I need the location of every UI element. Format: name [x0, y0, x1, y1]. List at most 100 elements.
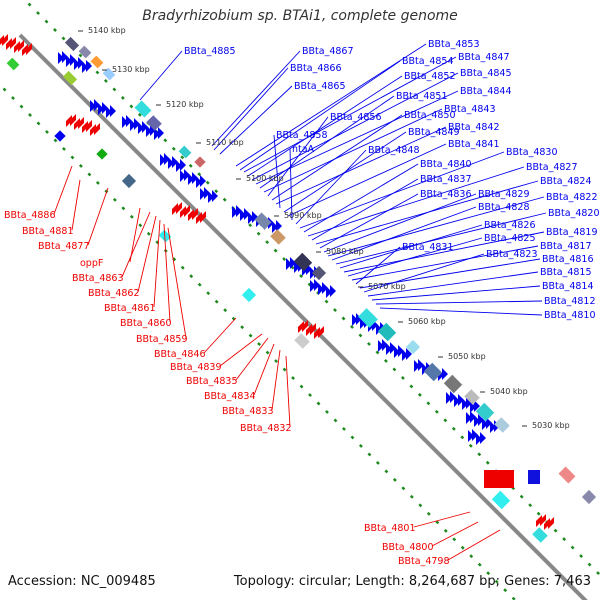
kbp-label: 5080 kbp	[326, 247, 364, 256]
reverse-gene-arrow	[74, 117, 84, 130]
leader-line	[299, 151, 505, 229]
reverse-gene-arrow	[314, 326, 324, 339]
gene-label: BBta_4863	[72, 273, 124, 284]
dotted-track-inner	[0, 83, 517, 600]
reverse-gene-arrow	[66, 114, 76, 127]
leader-line	[87, 187, 109, 246]
leader-line	[243, 56, 457, 173]
leader-line	[153, 219, 161, 308]
kbp-label: 5100 kbp	[246, 174, 284, 183]
gene-block	[405, 339, 421, 355]
leader-line	[235, 337, 269, 381]
reverse-gene-arrow	[82, 120, 92, 133]
gene-block	[254, 212, 272, 230]
forward-gene-arrow	[106, 105, 116, 118]
leader-line	[163, 223, 171, 323]
gene-label: BBta_4885	[184, 46, 236, 57]
reverse-gene-arrow	[0, 34, 8, 46]
gene-block	[293, 252, 313, 272]
forward-gene-arrow	[402, 348, 412, 361]
gene-label: BBta_4800	[382, 542, 434, 553]
reverse-gene-arrow	[22, 43, 32, 56]
reverse-gene-arrow	[536, 514, 546, 527]
leader-line	[323, 193, 477, 253]
forward-gene-arrow	[476, 432, 486, 445]
leader-line	[307, 166, 525, 237]
forward-gene-arrow	[74, 57, 84, 70]
gene-label: BBta_4849	[408, 127, 460, 138]
leader-line	[335, 212, 547, 265]
genome-backbone	[18, 33, 588, 600]
gene-block	[423, 362, 443, 382]
gene-block	[121, 173, 137, 189]
gene-block	[443, 374, 463, 394]
gene-label: BBta_4823	[486, 249, 538, 260]
gene-label: BBta_4844	[460, 86, 512, 97]
gene-label: BBta_4814	[542, 281, 594, 292]
leader-line	[129, 207, 141, 263]
gene-block	[96, 148, 108, 160]
gene-label: BBta_4826	[484, 220, 536, 231]
leader-line	[213, 67, 289, 151]
leader-line	[137, 215, 157, 293]
gene-block	[377, 322, 397, 342]
leader-line	[367, 271, 539, 297]
forward-gene-arrow	[368, 319, 378, 332]
leader-line	[139, 50, 183, 101]
kbp-label: 5110 kbp	[206, 138, 244, 147]
leader-line	[375, 300, 543, 305]
gene-label: BBta_4831	[402, 242, 454, 253]
reverse-gene-arrow	[188, 208, 198, 221]
leader-line	[431, 521, 479, 547]
gene-block	[102, 67, 116, 81]
gene-label: BBta_4856	[330, 112, 382, 123]
gene-label: BBta_4829	[478, 189, 530, 200]
gene-label: BBta_4812	[544, 296, 596, 307]
reverse-gene-arrow	[298, 320, 308, 333]
forward-gene-arrow	[454, 394, 464, 407]
leader-line	[413, 511, 471, 528]
forward-gene-arrow	[138, 121, 148, 134]
gene-block	[270, 229, 286, 245]
gene-block	[581, 489, 597, 505]
forward-gene-arrow	[98, 102, 108, 115]
forward-gene-arrow	[180, 169, 190, 182]
gene-label: oppF	[80, 258, 103, 269]
gene-block	[194, 156, 206, 168]
kbp-label: 5140 kbp	[88, 26, 126, 35]
forward-gene-arrow	[294, 260, 304, 273]
blue-feature	[528, 470, 540, 484]
gene-label: BBta_4816	[542, 254, 594, 265]
gene-label: BBta_4830	[506, 147, 558, 158]
reverse-gene-arrow	[196, 211, 206, 224]
leader-line	[263, 108, 443, 193]
kbp-label: 5060 kbp	[408, 317, 446, 326]
forward-gene-arrow	[66, 54, 76, 67]
gene-label: BBta_4842	[448, 122, 500, 133]
leader-line	[331, 206, 477, 261]
leader-line	[343, 231, 545, 273]
gene-label: BBta_4822	[546, 192, 598, 203]
forward-gene-arrow	[188, 172, 198, 185]
gene-label: BBta_4853	[428, 39, 480, 50]
forward-gene-arrow	[318, 282, 328, 295]
leader-line	[251, 72, 459, 181]
gene-label: BBta_4850	[404, 110, 456, 121]
leader-line	[379, 307, 543, 316]
reverse-gene-arrow	[172, 202, 182, 215]
gene-block	[358, 308, 378, 328]
kbp-label: 5090 kbp	[284, 211, 322, 220]
forward-gene-arrow	[466, 411, 476, 424]
gene-label: BBta_4819	[546, 227, 598, 238]
gene-label: BBta_4845	[460, 68, 512, 79]
leader-line	[285, 355, 291, 428]
gene-label: BBta_4846	[154, 349, 206, 360]
forward-gene-arrow	[352, 313, 362, 326]
forward-gene-arrow	[286, 257, 296, 270]
gene-block	[6, 57, 20, 71]
gene-block	[464, 389, 480, 405]
gene-label: BBta_4836	[420, 189, 472, 200]
forward-gene-arrow	[310, 279, 320, 292]
